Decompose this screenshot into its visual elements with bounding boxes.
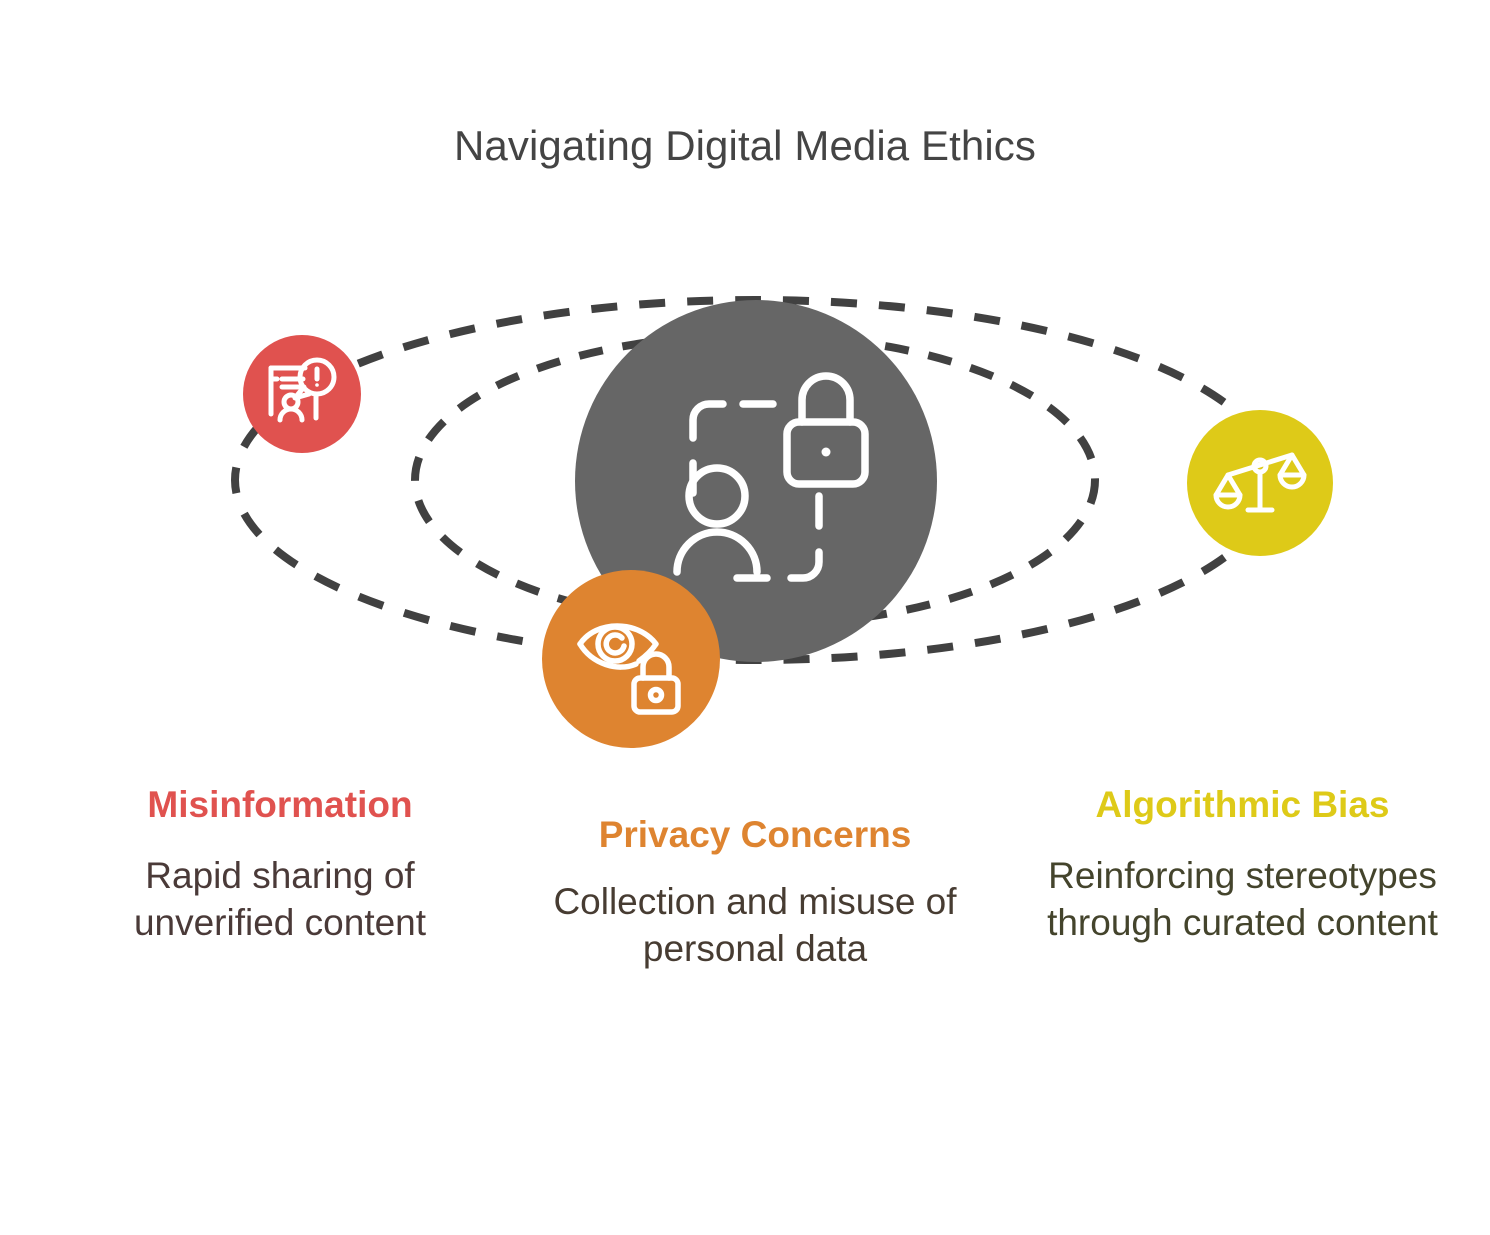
caption-row: Misinformation Rapid sharing of unverifi… <box>0 775 1490 1125</box>
caption-bias: Algorithmic Bias Reinforcing stereotypes… <box>1035 784 1450 946</box>
person-icon <box>685 464 749 528</box>
caption-body-misinformation: Rapid sharing of unverified content <box>133 854 427 944</box>
orbit-diagram <box>0 255 1490 765</box>
node-privacy[interactable] <box>542 570 720 748</box>
caption-misinformation: Misinformation Rapid sharing of unverifi… <box>60 784 500 946</box>
caption-heading-privacy: Privacy Concerns <box>598 814 912 855</box>
eye-lock-icon <box>577 623 681 715</box>
news-alert-person-icon <box>268 357 337 423</box>
caption-body-bias: Reinforcing stereotypes through curated … <box>1047 854 1438 944</box>
caption-heading-misinformation: Misinformation <box>147 784 413 825</box>
page-title: Navigating Digital Media Ethics <box>453 122 1037 169</box>
person-data-lock-icon <box>673 372 869 582</box>
caption-body-privacy: Collection and misuse of personal data <box>553 880 957 970</box>
caption-privacy: Privacy Concerns Collection and misuse o… <box>530 814 980 972</box>
padlock-icon <box>631 651 681 715</box>
padlock-icon <box>783 372 869 488</box>
unbalanced-scales-icon <box>1213 452 1307 513</box>
node-bias[interactable] <box>1187 410 1333 556</box>
caption-heading-bias: Algorithmic Bias <box>1095 784 1390 825</box>
dashed-frame-icon <box>689 400 727 442</box>
node-misinformation[interactable] <box>243 335 361 453</box>
